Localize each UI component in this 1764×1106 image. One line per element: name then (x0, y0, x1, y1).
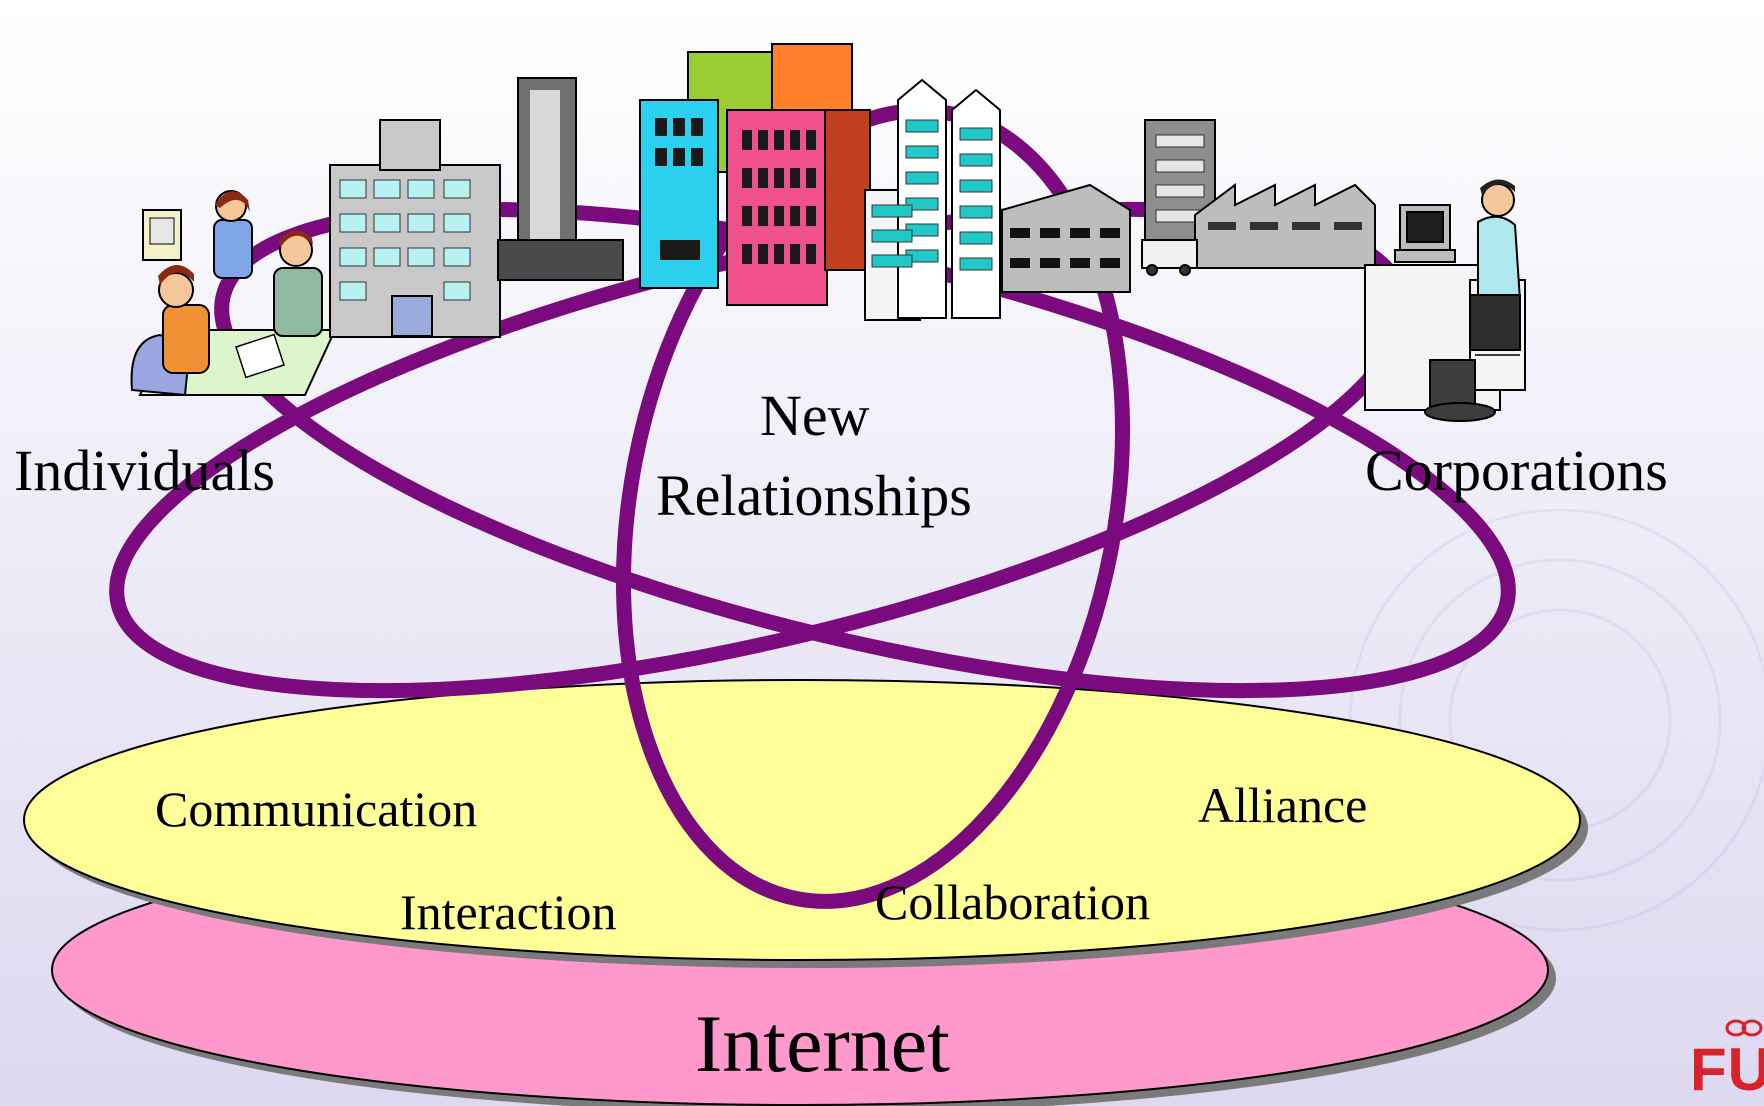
collaboration-label: Collaboration (875, 874, 1150, 930)
internet-label: Internet (695, 998, 950, 1089)
logo-infinity-mark (1725, 1019, 1763, 1037)
relationship-disc (23, 679, 1588, 968)
city-buildings-illustration (329, 43, 1131, 338)
corporations-illustration (1141, 119, 1526, 422)
fujitsu-logo: FUJI (1690, 1036, 1764, 1103)
interaction-label: Interaction (400, 884, 617, 940)
center-label-line2: Relationships (656, 463, 972, 528)
individuals-label: Individuals (14, 438, 275, 503)
alliance-label: Alliance (1198, 777, 1368, 833)
individuals-illustration (130, 190, 337, 397)
orbit-ring-vertical (615, 103, 1131, 909)
center-label-line1: New (760, 383, 870, 448)
communication-label: Communication (155, 781, 478, 837)
corporations-label: Corporations (1365, 438, 1668, 503)
